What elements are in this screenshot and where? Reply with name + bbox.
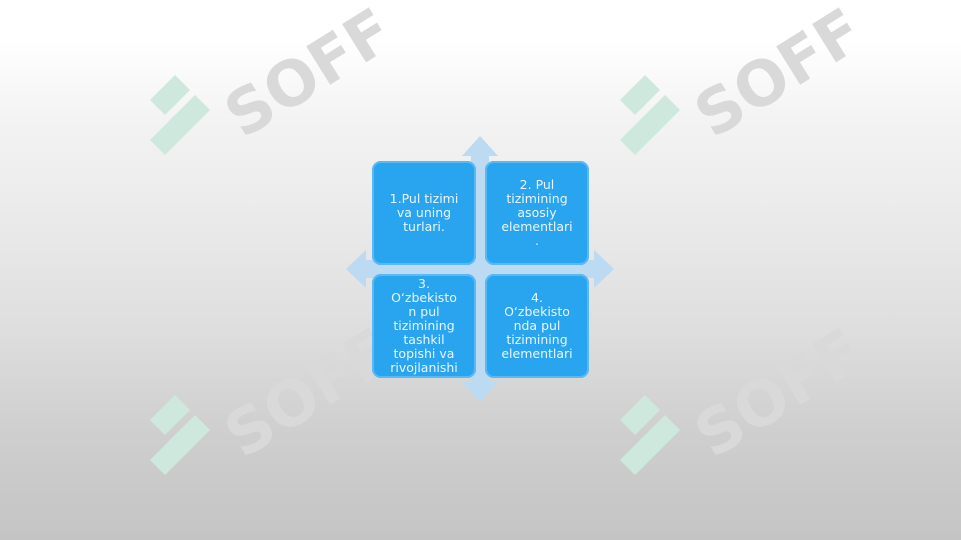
watermark: SOFF	[590, 290, 920, 475]
soff-logo-icon	[150, 75, 210, 155]
tile-4: 4. O‘zbekisto nda pul tizimining element…	[485, 274, 589, 378]
tile-4-label: 4. O‘zbekisto nda pul tizimining element…	[501, 290, 573, 361]
tile-2: 2. Pul tizimining asosiy elementlari .	[485, 161, 589, 265]
tile-3: 3. O‘zbekisto n pul tizimining tashkil t…	[372, 274, 476, 378]
slide-top-band	[0, 0, 961, 42]
watermark-text: SOFF	[682, 0, 875, 152]
matrix-diagram: 1.Pul tizimi va uning turlari. 2. Pul ti…	[346, 136, 614, 402]
watermark: SOFF	[590, 0, 920, 155]
four-way-arrow-shape	[346, 136, 614, 402]
watermark-text: SOFF	[212, 0, 405, 152]
tile-1-label: 1.Pul tizimi va uning turlari.	[389, 191, 459, 234]
tile-1: 1.Pul tizimi va uning turlari.	[372, 161, 476, 265]
watermark: SOFF	[120, 290, 450, 475]
tile-2-label: 2. Pul tizimining asosiy elementlari .	[501, 177, 573, 248]
tile-3-label: 3. O‘zbekisto n pul tizimining tashkil t…	[390, 276, 458, 375]
soff-logo-icon	[620, 75, 680, 155]
soff-logo-icon	[150, 395, 210, 475]
watermark: SOFF	[120, 0, 450, 155]
soff-logo-icon	[620, 395, 680, 475]
watermark-text: SOFF	[682, 314, 875, 472]
